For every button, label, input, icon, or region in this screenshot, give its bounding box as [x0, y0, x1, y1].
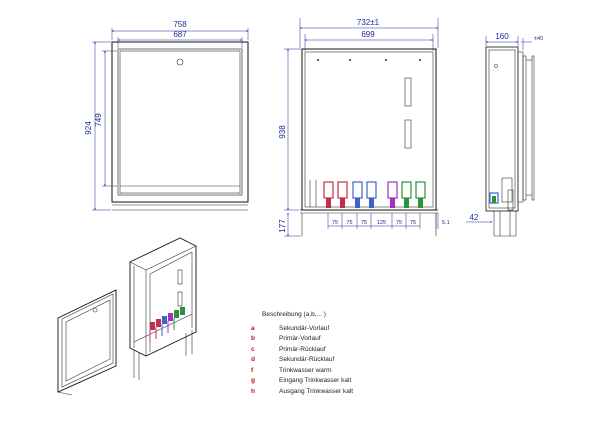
- middle-width-outer: 732±1: [357, 18, 380, 27]
- middle-width-inner: 699: [361, 30, 375, 39]
- side-bottom-offset: 42: [470, 213, 479, 222]
- front-width-outer: 758: [173, 20, 187, 29]
- side-depth: 160: [495, 32, 509, 41]
- front-height-outer: 924: [84, 121, 93, 135]
- legend-text: Trinkwasser warm: [279, 366, 332, 374]
- valve-f: [387, 181, 398, 199]
- spacing-label: 75: [361, 220, 367, 226]
- front-view: 758 687 924 749: [84, 20, 249, 211]
- legend-row: d Sekundär-Rücklauf: [248, 355, 368, 366]
- isometric-view: [57, 237, 197, 396]
- valve-a: [323, 181, 334, 199]
- legend-key: a: [251, 324, 255, 332]
- legend-text: Primär-Vorlauf: [279, 335, 321, 343]
- valve-b: [337, 181, 348, 199]
- legend-key: f: [251, 366, 254, 374]
- legend-row: g Eingang Trinkwasser kalt: [248, 376, 368, 387]
- valve-d: [366, 181, 377, 199]
- legend-text: Ausgang Trinkwasser kalt: [279, 387, 354, 395]
- legend-key: h: [251, 387, 255, 395]
- spacing-label: 75: [396, 220, 402, 226]
- spacing-label: 75: [332, 220, 338, 226]
- legend-text: Primär-Rücklauf: [279, 345, 326, 353]
- middle-height: 938: [278, 125, 287, 139]
- legend-key: g: [251, 377, 255, 385]
- legend-row: a Sekundär-Vorlauf: [248, 323, 368, 334]
- legend-title: Beschreibung (a,b,... ): [262, 311, 326, 318]
- spacing-label: 125: [377, 220, 386, 226]
- spacing-label: 75: [346, 220, 352, 226]
- legend-text: Eingang Trinkwasser kalt: [279, 377, 352, 385]
- legend-key: d: [251, 356, 255, 364]
- legend-row: b Primär-Vorlauf: [248, 334, 368, 345]
- legend-key: b: [251, 335, 255, 343]
- legend-text: Sekundär-Vorlauf: [279, 324, 330, 332]
- legend-row: c Primär-Rücklauf: [248, 344, 368, 355]
- legend: Beschreibung (a,b,... ) a Sekundär-Vorla…: [248, 311, 368, 397]
- legend-row: f Trinkwasser warm: [248, 365, 368, 376]
- side-tolerance: ±40: [534, 36, 543, 42]
- front-width-inner: 687: [173, 30, 187, 39]
- middle-foot-height: 177: [278, 219, 287, 233]
- front-height-inner: 749: [94, 113, 103, 127]
- edge-offset-label: 5.1: [442, 220, 450, 226]
- iso-valves: [149, 307, 185, 342]
- valve-c: [352, 181, 363, 199]
- legend-text: Sekundär-Rücklauf: [279, 356, 335, 364]
- middle-view: 732±1 699 938 177 75 75 75 125 75 75: [278, 18, 450, 237]
- legend-row: h Ausgang Trinkwasser kalt: [248, 386, 368, 397]
- valve-group: [323, 181, 426, 208]
- bottom-spacing-dims: 75 75 75 125 75 75 5.1: [327, 213, 450, 229]
- valve-g: [401, 181, 412, 199]
- side-view: 160 ±40 42: [466, 32, 543, 237]
- spacing-label: 75: [410, 220, 416, 226]
- valve-h: [415, 181, 426, 199]
- legend-key: c: [251, 345, 255, 353]
